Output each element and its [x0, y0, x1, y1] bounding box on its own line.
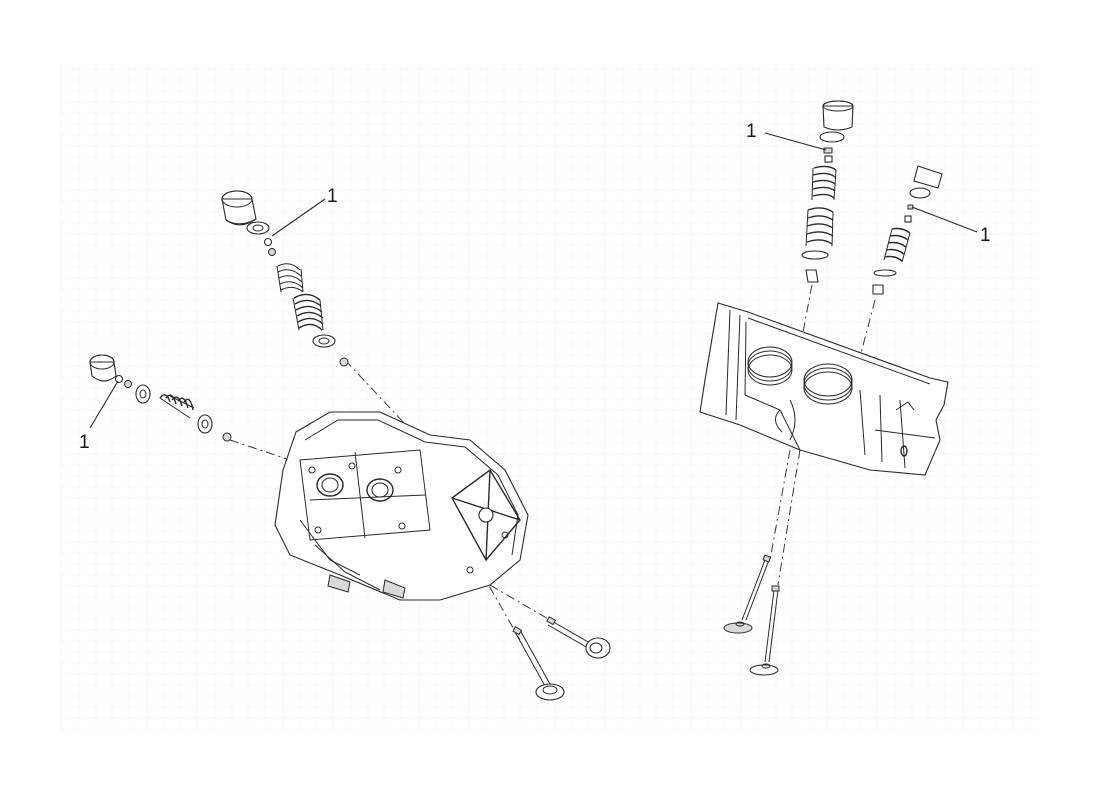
rear-cylinder-head [699, 302, 949, 476]
valve-stem-seal-icon [339, 357, 349, 367]
spring-seat-icon [873, 269, 897, 277]
tappet-bucket-icon [89, 354, 117, 382]
valve-stem-seal-icon [872, 284, 884, 295]
callout-label-front-left: 1 [79, 432, 90, 453]
rear-left-valve-stack [801, 100, 854, 283]
valve-spring-icon [805, 207, 834, 247]
collet-icon [263, 237, 273, 247]
valve-stem-seal-icon [222, 432, 232, 442]
collet-icon [114, 374, 124, 384]
assembly-axis-line [777, 449, 801, 586]
assembly-axis-line [489, 584, 551, 621]
rear-right-valve-stack [872, 165, 943, 295]
callout-leader-line [89, 380, 119, 429]
valve-spring-icon [292, 293, 324, 331]
front-top-valve-stack [221, 190, 349, 367]
front-exhaust-valve [546, 616, 611, 659]
collet-icon [823, 147, 833, 154]
tappet-bucket-icon [221, 190, 257, 226]
tappet-bucket-icon [913, 165, 943, 189]
assembly-axis-line [769, 449, 791, 561]
front-intake-valve [512, 626, 565, 701]
rear-exhaust-valve [749, 585, 780, 676]
callout-label-front-top: 1 [327, 186, 338, 207]
valve-spring-icon [276, 263, 304, 293]
valve-spring-icon [811, 165, 837, 201]
front-cylinder-head [274, 411, 529, 601]
shim-icon [135, 384, 151, 404]
valve-spring-icon [883, 227, 911, 263]
valve-bore [747, 346, 793, 386]
callout-leader-line [764, 132, 827, 151]
spring-seat-icon [801, 250, 829, 260]
callout-leader-line [271, 198, 326, 237]
callout-label-rear-left: 1 [746, 121, 757, 142]
valve-bore [803, 363, 853, 405]
valve-spring-icon [159, 394, 195, 419]
shim-icon [909, 187, 931, 199]
shim-icon [819, 131, 845, 143]
spring-seat-icon [197, 414, 213, 434]
rear-intake-valve [723, 554, 772, 634]
callout-leader-line [911, 206, 978, 233]
callout-label-rear-right: 1 [980, 225, 991, 246]
valve-stem-seal-icon [805, 269, 819, 283]
front-left-valve-stack [89, 354, 232, 442]
shim-icon [246, 221, 270, 235]
spring-seat-icon [312, 334, 336, 348]
tappet-bucket-icon [822, 100, 854, 131]
